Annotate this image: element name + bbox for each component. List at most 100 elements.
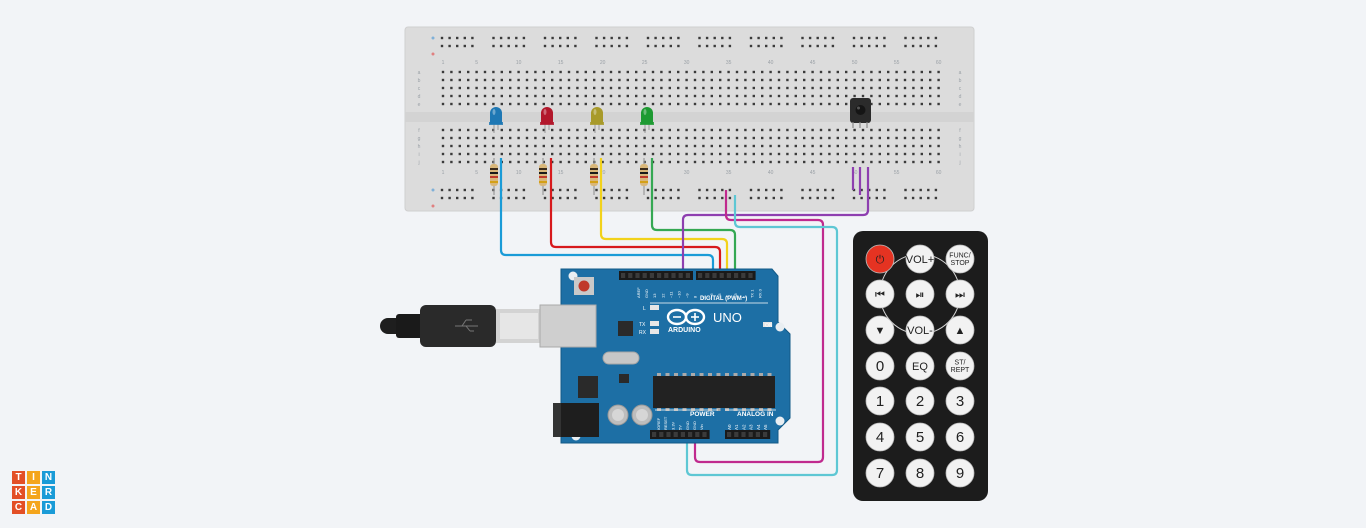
resistor[interactable] [490, 158, 498, 195]
remote-button-3[interactable]: 3 [945, 386, 975, 416]
analog-pin[interactable] [755, 432, 760, 437]
reset-button[interactable] [574, 277, 594, 295]
logo-letter: D [42, 501, 55, 514]
header-pin[interactable] [726, 273, 731, 278]
header-pin[interactable] [657, 273, 662, 278]
power-pin[interactable] [695, 432, 700, 437]
analog-pin[interactable] [727, 432, 732, 437]
breadboard-hole [727, 94, 730, 98]
breadboard-hole [702, 94, 705, 98]
remote-button-vol[interactable]: VOL+ [905, 244, 935, 274]
analog-header[interactable] [725, 430, 771, 439]
resistor[interactable] [539, 158, 547, 195]
power-pin[interactable] [688, 432, 693, 437]
header-pin[interactable] [621, 273, 626, 278]
usb-cable[interactable] [380, 305, 542, 347]
breadboard-hole [912, 136, 915, 140]
led-red[interactable] [540, 107, 554, 133]
header-pin[interactable] [741, 273, 746, 278]
analog-pin[interactable] [763, 432, 768, 437]
led-yellow[interactable] [590, 107, 604, 133]
remote-button-2[interactable]: 2 [905, 386, 935, 416]
remote-button-6[interactable]: 6 [945, 422, 975, 452]
remote-previous-button[interactable]: ⏮ [865, 279, 895, 309]
header-pin[interactable] [685, 273, 690, 278]
header-pin[interactable] [734, 273, 739, 278]
header-pin[interactable] [705, 273, 710, 278]
power-pin[interactable] [652, 432, 657, 437]
led-blue[interactable] [489, 107, 503, 133]
wire-green[interactable] [650, 158, 737, 278]
remote-up-arrow-button[interactable]: ▲ [945, 315, 975, 345]
header-pin[interactable] [649, 273, 654, 278]
play-pause-icon: ⏯ [916, 289, 925, 301]
breadboard-hole [819, 70, 823, 74]
header-pin[interactable] [671, 273, 676, 278]
breadboard-hole [441, 102, 445, 106]
wire-purple-3[interactable] [681, 167, 870, 278]
remote-button-7[interactable]: 7 [865, 458, 895, 488]
remote-button-8[interactable]: 8 [905, 458, 935, 488]
remote-power-button[interactable]: ⏻ [865, 244, 895, 274]
arduino-uno-board[interactable]: L TX RX ON ARDUINO UNO DIGITAL (PWM~) [539, 268, 791, 444]
analog-pin[interactable] [734, 432, 739, 437]
breadboard-hole [887, 152, 890, 156]
rail-hole [610, 196, 613, 200]
power-pin[interactable] [659, 432, 664, 437]
remote-down-arrow-button[interactable]: ▼ [865, 315, 895, 345]
remote-button-eq[interactable]: EQ [905, 351, 935, 381]
remote-button-0[interactable]: 0 [865, 351, 895, 381]
remote-button-9[interactable]: 9 [945, 458, 975, 488]
wire-yellow[interactable] [599, 158, 729, 278]
next-icon: ⏭ [955, 289, 965, 301]
breadboard-hole [677, 70, 680, 74]
header-pin[interactable] [698, 273, 703, 278]
power-pin[interactable] [666, 432, 671, 437]
leds[interactable] [489, 107, 654, 133]
remote-play-pause-button[interactable]: ⏯ [905, 279, 935, 309]
remote-next-button[interactable]: ⏭ [945, 279, 975, 309]
header-pin[interactable] [719, 273, 724, 278]
resistor[interactable] [640, 158, 648, 195]
resistor[interactable] [590, 158, 598, 195]
led-green[interactable] [640, 107, 654, 133]
header-pin[interactable] [712, 273, 717, 278]
remote-button-func-stop[interactable]: FUNC/STOP [945, 244, 975, 274]
power-pin[interactable] [702, 432, 707, 437]
wire-magenta[interactable] [693, 190, 825, 464]
analog-pin[interactable] [748, 432, 753, 437]
header-pin[interactable] [678, 273, 683, 278]
breadboard-hole [744, 152, 747, 156]
header-pin[interactable] [628, 273, 633, 278]
remote-button-5[interactable]: 5 [905, 422, 935, 452]
power-header[interactable] [650, 430, 710, 439]
header-pin[interactable] [635, 273, 640, 278]
header-pin[interactable] [664, 273, 669, 278]
resistors[interactable] [490, 158, 648, 195]
wires[interactable] [499, 158, 870, 477]
remote-button-st-rept[interactable]: ST/REPT [945, 351, 975, 381]
ir-receiver[interactable] [850, 98, 871, 128]
power-pin[interactable] [680, 432, 685, 437]
remote-button-1[interactable]: 1 [865, 386, 895, 416]
digital-header[interactable] [619, 271, 756, 280]
rail-hole [543, 196, 547, 200]
remote-button-vol[interactable]: VOL- [905, 315, 935, 345]
breadboard-hole [685, 94, 688, 98]
breadboard-hole [551, 70, 554, 74]
breadboard-hole [727, 152, 730, 156]
header-pin[interactable] [642, 273, 647, 278]
breadboard-hole [475, 128, 478, 132]
power-pin[interactable] [673, 432, 678, 437]
wire-blue[interactable] [499, 158, 715, 278]
rail-hole [705, 36, 709, 40]
breadboard[interactable]: 1155101015152020252530303535404045455050… [404, 26, 975, 212]
analog-pin[interactable] [741, 432, 746, 437]
header-pin[interactable] [748, 273, 753, 278]
wire-red[interactable] [549, 158, 722, 278]
breadboard-hole [534, 128, 537, 132]
wire-cyan[interactable] [685, 195, 839, 477]
remote-button-4[interactable]: 4 [865, 422, 895, 452]
